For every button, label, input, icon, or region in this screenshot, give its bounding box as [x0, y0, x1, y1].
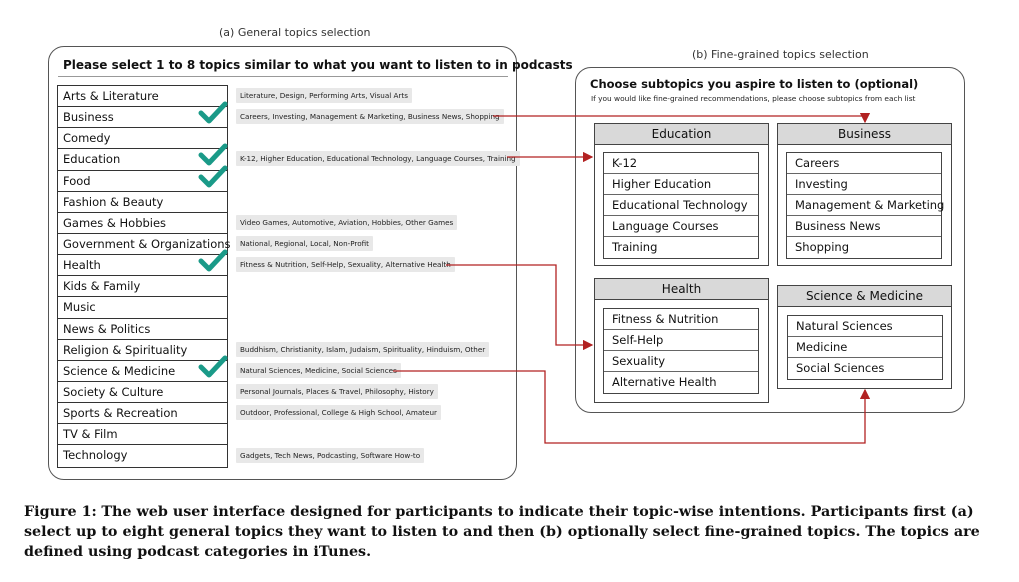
topic-row[interactable]: Comedy — [58, 128, 227, 150]
figure-caption: Figure 1: The web user interface designe… — [24, 502, 999, 562]
topic-row[interactable]: Government & Organizations — [58, 234, 231, 256]
subtopic-option[interactable]: Higher Education — [604, 174, 758, 195]
caption-text: The web user interface designed for part… — [24, 504, 980, 560]
check-icon — [198, 249, 228, 272]
topic-row[interactable]: News & Politics — [58, 319, 227, 340]
science-medicine-connector — [393, 370, 871, 444]
general-topics-heading: Please select 1 to 8 topics similar to w… — [63, 58, 573, 72]
check-icon — [198, 143, 228, 166]
check-icon — [198, 355, 228, 378]
subtopic-option[interactable]: Educational Technology — [604, 195, 758, 216]
topic-row[interactable]: TV & Film — [58, 424, 227, 446]
fine-grained-subheading: If you would like fine-grained recommend… — [591, 94, 916, 103]
subtopic-hint: National, Regional, Local, Non-Profit — [236, 236, 373, 252]
subtopic-option[interactable]: Natural Sciences — [788, 316, 942, 337]
subtopic-option[interactable]: Shopping — [795, 240, 850, 254]
check-icon — [198, 101, 228, 124]
subtopic-option[interactable]: Alternative Health — [612, 375, 717, 389]
subtopic-hint: K-12, Higher Education, Educational Tech… — [236, 151, 520, 167]
subtopic-option[interactable]: Business News — [787, 216, 941, 237]
topic-row[interactable]: Fashion & Beauty — [58, 192, 227, 213]
check-icon — [198, 165, 228, 188]
subtopic-hint: Personal Journals, Places & Travel, Phil… — [236, 384, 438, 400]
subtopic-hint: Video Games, Automotive, Aviation, Hobbi… — [236, 214, 458, 230]
category-science-medicine-title: Science & Medicine — [778, 286, 951, 307]
health-connector — [446, 264, 594, 351]
panel-b-label: (b) Fine-grained topics selection — [692, 48, 869, 61]
topic-row[interactable]: Sports & Recreation — [58, 403, 227, 425]
subtopic-hint: Fitness & Nutrition, Self-Help, Sexualit… — [236, 257, 455, 273]
fine-grained-panel — [575, 67, 965, 413]
topic-row[interactable]: Arts & Literature — [58, 86, 227, 108]
subtopic-option[interactable]: Investing — [787, 174, 941, 195]
fine-grained-heading: Choose subtopics you aspire to listen to… — [590, 77, 919, 91]
topic-row[interactable]: Kids & Family — [58, 276, 227, 298]
subtopic-option[interactable]: Sexuality — [604, 351, 758, 372]
subtopic-option[interactable]: Management & Marketing — [787, 195, 944, 216]
business-connector — [493, 112, 871, 124]
category-business-title: Business — [778, 124, 951, 145]
topic-row[interactable]: Music — [58, 297, 227, 319]
subtopic-option[interactable]: Language Courses — [604, 216, 758, 237]
subtopic-option[interactable]: K-12 — [604, 153, 758, 174]
topic-row[interactable]: Business — [58, 107, 227, 129]
panel-a-label: (a) General topics selection — [219, 26, 371, 39]
subtopic-option[interactable]: Self-Help — [604, 330, 758, 351]
topic-row[interactable]: Education — [58, 149, 227, 171]
topic-row[interactable]: Religion & Spirituality — [58, 340, 227, 361]
subtopic-option[interactable]: Careers — [787, 153, 941, 174]
topic-row[interactable]: Technology — [63, 448, 128, 463]
topic-row[interactable]: Society & Culture — [58, 382, 227, 404]
subtopic-option[interactable]: Fitness & Nutrition — [604, 309, 758, 330]
subtopic-option[interactable]: Training — [612, 240, 658, 254]
subtopic-option[interactable]: Medicine — [788, 337, 942, 358]
subtopic-hint: Natural Sciences, Medicine, Social Scien… — [236, 362, 401, 378]
heading-divider — [58, 76, 508, 77]
category-education-title: Education — [595, 124, 768, 145]
subtopic-option[interactable]: Social Sciences — [796, 361, 885, 375]
general-topics-panel — [48, 46, 517, 480]
topic-row[interactable]: Food — [58, 171, 227, 192]
subtopic-hint: Gadgets, Tech News, Podcasting, Software… — [236, 447, 425, 463]
subtopic-hint: Buddhism, Christianity, Islam, Judaism, … — [236, 341, 490, 357]
topic-row[interactable]: Science & Medicine — [58, 361, 227, 382]
topic-row[interactable]: Games & Hobbies — [58, 213, 227, 234]
caption-label: Figure 1: — [24, 504, 97, 520]
subtopic-hint: Careers, Investing, Management & Marketi… — [236, 109, 504, 125]
category-health-title: Health — [595, 279, 768, 300]
subtopic-hint: Outdoor, Professional, College & High Sc… — [236, 405, 441, 421]
subtopic-hint: Literature, Design, Performing Arts, Vis… — [236, 88, 412, 103]
topic-row[interactable]: Health — [58, 255, 227, 277]
